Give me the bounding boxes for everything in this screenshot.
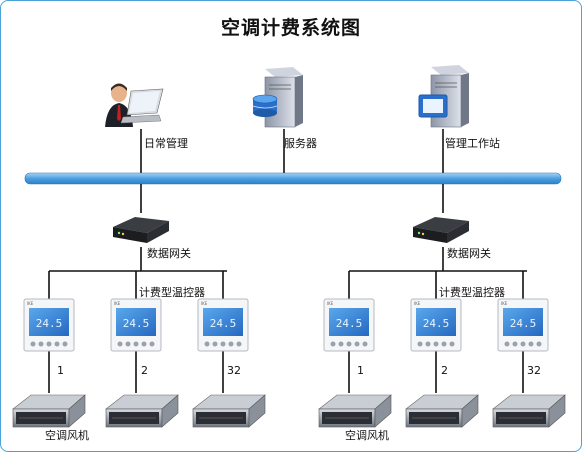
gateway-label: 数据网关 [447, 247, 491, 260]
workstation-label: 管理工作站 [445, 137, 500, 150]
unit-number: 2 [441, 364, 448, 377]
office-user-icon [105, 83, 164, 127]
unit-number: 1 [357, 364, 364, 377]
fan-coil-unit-icon [105, 394, 179, 428]
fan-coil-unit-icon [492, 394, 566, 428]
controller-label: 计费型温控器 [139, 286, 205, 299]
thermostat-icon [23, 298, 75, 352]
thermostat-icon [110, 298, 162, 352]
fan-coil-unit-icon [318, 394, 392, 428]
network-bus [24, 172, 562, 185]
fan-unit-label: 空调风机 [345, 429, 389, 442]
thermostat-icon [197, 298, 249, 352]
server-icon [252, 67, 303, 128]
unit-number: 32 [227, 364, 241, 377]
thermostat-icon [497, 298, 549, 352]
server-label: 服务器 [284, 137, 317, 150]
fan-coil-unit-icon [192, 394, 266, 428]
unit-number: 2 [141, 364, 148, 377]
controller-label: 计费型温控器 [439, 286, 505, 299]
gateway-icon [413, 217, 469, 243]
unit-number: 1 [57, 364, 64, 377]
unit-number: 32 [527, 364, 541, 377]
gateway-icon [113, 217, 169, 243]
gateway-label: 数据网关 [147, 247, 191, 260]
workstation-icon [418, 65, 469, 128]
fan-coil-unit-icon [405, 394, 479, 428]
thermostat-icon [410, 298, 462, 352]
fan-unit-label: 空调风机 [45, 429, 89, 442]
diagram-title: 空调计费系统图 [220, 17, 361, 39]
thermostat-icon [323, 298, 375, 352]
fan-coil-unit-icon [12, 394, 86, 428]
office-label: 日常管理 [144, 137, 188, 150]
